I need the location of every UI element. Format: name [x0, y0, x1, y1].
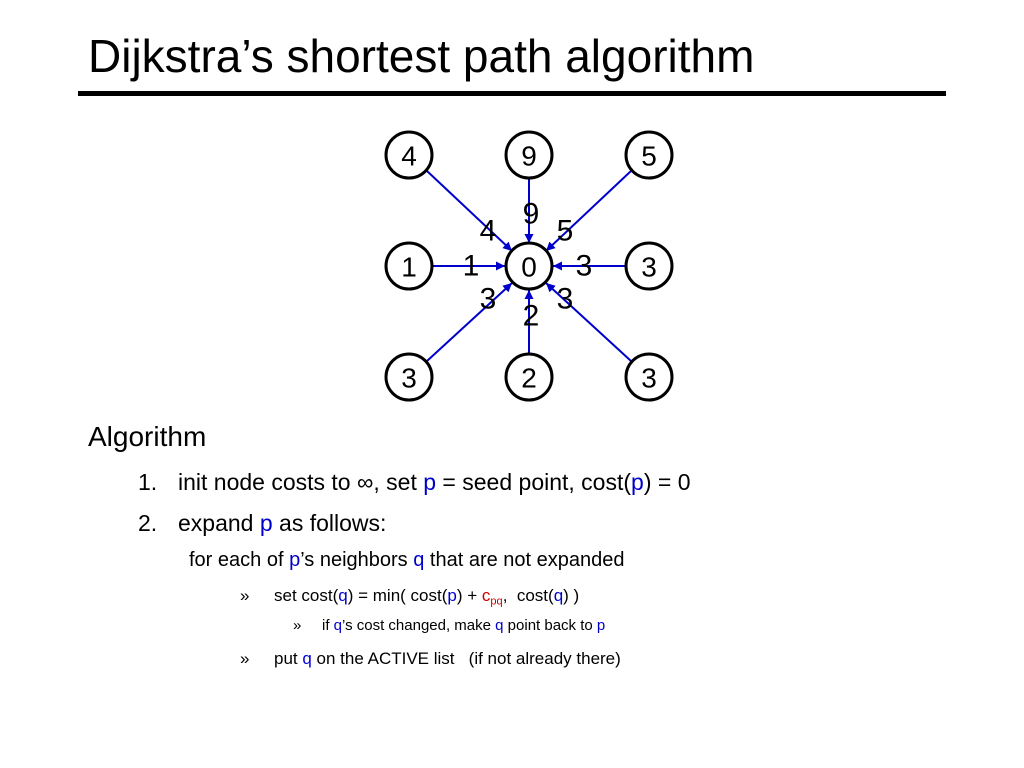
edge-label-top-left: 4 [480, 215, 497, 248]
bullet-a-text-a: set cost( [274, 586, 339, 605]
step-1-text-a: init node costs to ∞, set [178, 469, 424, 495]
edge-label-right: 3 [576, 250, 593, 283]
node-left: 1 [384, 241, 434, 291]
substep-var-p: p [289, 549, 301, 571]
step-1-text-c: ) = 0 [643, 469, 691, 495]
step-2-text-a: expand [178, 510, 260, 536]
bullet-active-list: » put q on the ACTIVE list (if not alread… [240, 648, 621, 670]
node-right: 3 [624, 241, 674, 291]
substep-var-q: q [413, 549, 425, 571]
edge-from-top-right [545, 170, 632, 252]
bullet-b-text-a: if [322, 617, 334, 634]
bullet-marker: » [240, 586, 250, 605]
bullet-b-var-p: p [596, 617, 606, 634]
step-1-var-p: p [423, 469, 437, 495]
node-left-label: 1 [401, 252, 417, 283]
node-bottom-left-label: 3 [401, 363, 417, 394]
node-top: 9 [504, 130, 554, 180]
bullet-a-text-d: , cost( [502, 586, 554, 605]
node-top-right: 5 [624, 130, 674, 180]
edge-from-bottom-left [426, 282, 513, 362]
title-divider [78, 91, 946, 96]
bullet-b-text-b: ’s cost changed, make [342, 617, 496, 634]
node-bottom-left: 3 [384, 352, 434, 402]
bullet-a-var-p: p [447, 586, 457, 605]
substep-text-b: ’s neighbors [300, 549, 414, 571]
graph-diagram: 4 9 5 1 0 3 3 2 3 4 9 5 1 3 3 2 3 [384, 130, 674, 402]
edge-from-top-left [426, 170, 513, 252]
node-center-label: 0 [521, 252, 537, 283]
edge-from-bottom-right [545, 282, 632, 362]
step-2-var-p: p [259, 510, 273, 536]
bullet-b-var-q: q [333, 617, 343, 634]
node-top-left: 4 [384, 130, 434, 180]
bullet-b-var-q2: q [495, 617, 504, 634]
edge-label-left: 1 [463, 250, 480, 283]
step-2-number: 2. [138, 510, 158, 536]
node-bottom-right-label: 3 [641, 363, 657, 394]
node-top-right-label: 5 [641, 141, 657, 172]
node-center: 0 [504, 241, 554, 291]
algorithm-heading: Algorithm [88, 421, 207, 452]
step-2: 2. expand p as follows: [138, 509, 386, 537]
substep-for-each: for each of p’s neighbors q that are not… [189, 547, 625, 573]
node-bottom-label: 2 [521, 363, 537, 394]
node-bottom-right: 3 [624, 352, 674, 402]
edge-label-bottom-right: 3 [557, 283, 574, 316]
node-top-left-label: 4 [401, 141, 417, 172]
edge-label-top-right: 5 [557, 215, 574, 248]
substep-text-a: for each of [189, 549, 290, 571]
bullet-a-var-q2: q [553, 586, 564, 605]
step-1-number: 1. [138, 469, 158, 495]
bullet-marker: » [293, 617, 302, 634]
bullet-a-text-b: ) = min( cost( [347, 586, 448, 605]
bullet-a-text-c: ) + [456, 586, 482, 605]
edge-cost-symbol: c [481, 586, 491, 605]
bullet-c-text-a: put [274, 649, 303, 668]
node-bottom: 2 [504, 352, 554, 402]
bullet-set-cost: »set cost(q) = min( cost(p) + cpq, cost(… [240, 585, 579, 607]
step-1-var-p2: p [631, 469, 644, 495]
step-1-text-b: = seed point, cost( [436, 469, 632, 495]
bullet-a-text-e: ) ) [563, 586, 580, 605]
edge-label-bottom-left: 3 [480, 283, 497, 316]
bullet-c-var-q: q [302, 649, 312, 668]
substep-text-c: that are not expanded [424, 549, 625, 571]
edge-cost-subscript: pq [490, 595, 503, 608]
bullet-b-text-c: point back to [503, 617, 597, 634]
step-1: 1. init node costs to ∞, set p = seed poi… [138, 468, 691, 496]
bullet-a-var-q: q [338, 586, 348, 605]
edge-label-top: 9 [523, 198, 540, 231]
node-right-label: 3 [641, 252, 657, 283]
step-2-text-b: as follows: [272, 510, 387, 536]
edge-label-bottom: 2 [523, 300, 540, 333]
bullet-a-edge-cost: cpq [481, 586, 503, 608]
node-top-label: 9 [521, 141, 537, 172]
bullet-point-back: » if q’s cost changed, make q point back … [293, 616, 605, 636]
page-title: Dijkstra’s shortest path algorithm [88, 30, 755, 82]
bullet-marker: » [240, 649, 250, 668]
bullet-c-text-b: on the ACTIVE list (if not already there… [311, 649, 621, 668]
